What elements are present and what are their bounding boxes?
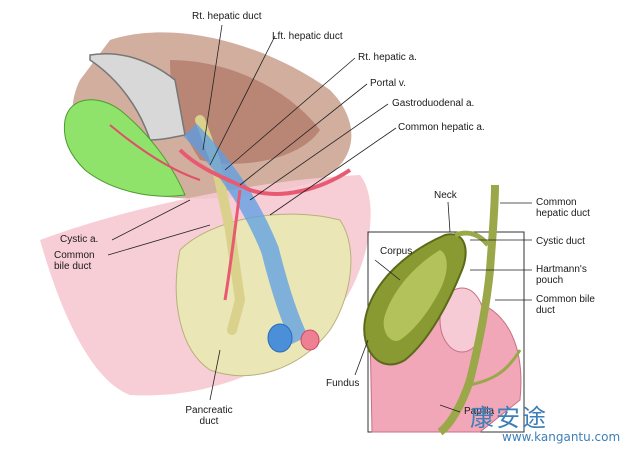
watermark: 康安途 www.kangantu.com	[430, 398, 630, 452]
watermark-url: www.kangantu.com	[502, 430, 621, 444]
leader-lines	[107, 24, 532, 413]
label-portal-v: Portal v.	[370, 78, 406, 89]
label-rt-hepatic-duct: Rt. hepatic duct	[192, 11, 262, 22]
label-neck: Neck	[434, 190, 457, 201]
label-lft-hepatic-duct: Lft. hepatic duct	[272, 31, 343, 42]
label-pancreatic-duct: Pancreatic duct	[185, 405, 233, 427]
label-cystic-duct: Cystic duct	[536, 236, 585, 247]
watermark-chinese: 康安途	[470, 404, 548, 432]
label-common-hepatic-duct: Common hepatic duct	[536, 197, 590, 219]
label-cystic-a: Cystic a.	[60, 234, 99, 245]
gallbladder-inner	[383, 250, 447, 341]
label-gastroduodenal-a: Gastroduodenal a.	[392, 98, 475, 109]
cystic-duct-inset	[454, 230, 490, 247]
label-common-hepatic-a: Common hepatic a.	[398, 122, 485, 133]
label-corpus: Corpus	[380, 246, 413, 257]
common-hepatic-duct-inset	[437, 184, 499, 436]
label-fundus: Fundus	[326, 378, 360, 389]
retractor	[89, 53, 186, 141]
gastroduodenal-artery	[223, 189, 242, 301]
cystic-artery-left	[109, 124, 201, 181]
label-rt-hepatic-a: Rt. hepatic a.	[358, 52, 417, 63]
artery-stump	[300, 329, 320, 351]
hepatic-artery	[178, 148, 352, 196]
label-hartmanns-pouch: Hartmann's pouch	[536, 264, 587, 286]
bile-branch	[469, 349, 522, 387]
gallbladder-left	[63, 99, 186, 197]
vein-stump	[267, 323, 293, 353]
label-common-bile-duct-left: Common bile duct	[54, 250, 95, 272]
label-common-bile-duct-right: Common bile duct	[536, 294, 595, 316]
label-papilla: Papilla	[464, 406, 495, 417]
